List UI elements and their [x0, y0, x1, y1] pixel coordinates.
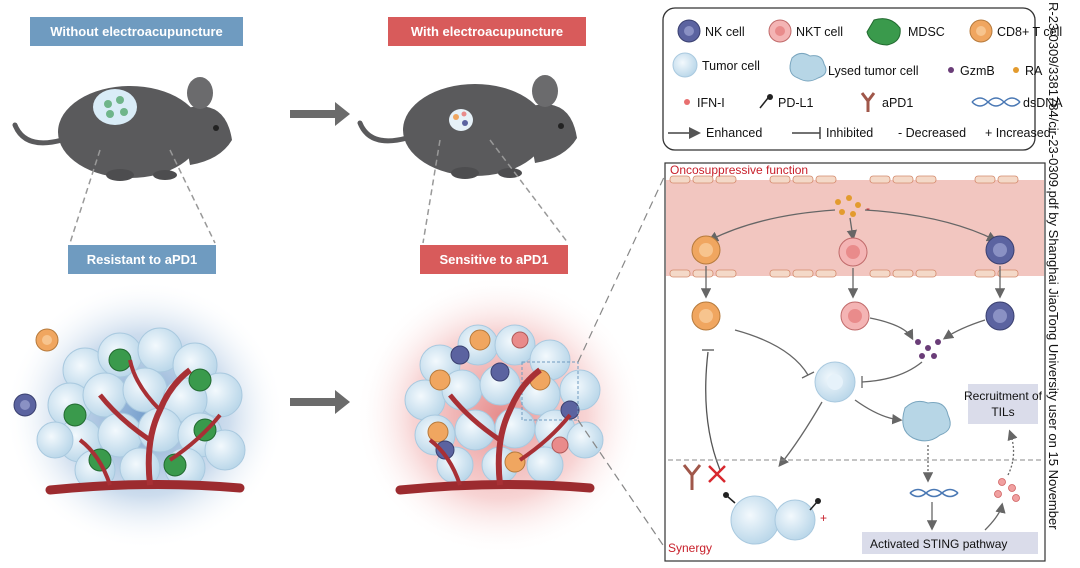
legend-tumor: Tumor cell: [702, 59, 760, 73]
tumor-resistant: [5, 280, 285, 550]
legend-decreased: - Decreased: [898, 126, 966, 140]
mechanism-panel: Oncosuppressive function -: [664, 162, 1046, 562]
sign-plus: +: [820, 511, 827, 525]
label-sensitive: Sensitive to aPD1: [420, 245, 568, 274]
legend-pdl1: PD-L1: [778, 96, 813, 110]
arrow-bottom: [290, 390, 350, 414]
legend-mdsc: MDSC: [908, 25, 945, 39]
text-tils: TILs: [991, 405, 1014, 419]
arrow-top: [290, 102, 350, 126]
title-oncosuppressive: Oncosuppressive function: [670, 163, 808, 177]
mouse-left: [12, 77, 232, 181]
legend-enhanced: Enhanced: [706, 126, 762, 140]
sign-minus: -: [866, 201, 870, 215]
legend-apd1: aPD1: [882, 96, 913, 110]
legend-nk: NK cell: [705, 25, 745, 39]
legend-box: NK cell NKT cell MDSC CD8+ T cell Tumor …: [662, 7, 1063, 151]
legend-inhibited: Inhibited: [826, 126, 873, 140]
legend-ra: RA: [1025, 64, 1043, 78]
legend-nkt: NKT cell: [796, 25, 843, 39]
text-recruitment: Recruitment of: [964, 389, 1043, 403]
legend-dsdna: dsDNA: [1023, 96, 1063, 110]
title-synergy: Synergy: [668, 541, 712, 555]
label-with-ea: With electroacupuncture: [388, 17, 586, 46]
legend-ifn: IFN-I: [697, 96, 725, 110]
legend-gzmb: GzmB: [960, 64, 995, 78]
label-resistant: Resistant to aPD1: [68, 245, 216, 274]
legend-cd8: CD8+ T cell: [997, 25, 1062, 39]
label-without-ea: Without electroacupuncture: [30, 17, 243, 46]
tumor-sensitive: [355, 275, 645, 555]
mouse-right: [357, 75, 577, 179]
legend-increased: + Increased: [985, 126, 1051, 140]
legend-lysed: Lysed tumor cell: [828, 64, 919, 78]
text-sting: Activated STING pathway: [870, 537, 1007, 551]
watermark-text: R-23-0309/3381784/cir-23-0309.pdf by Sha…: [1046, 2, 1061, 530]
